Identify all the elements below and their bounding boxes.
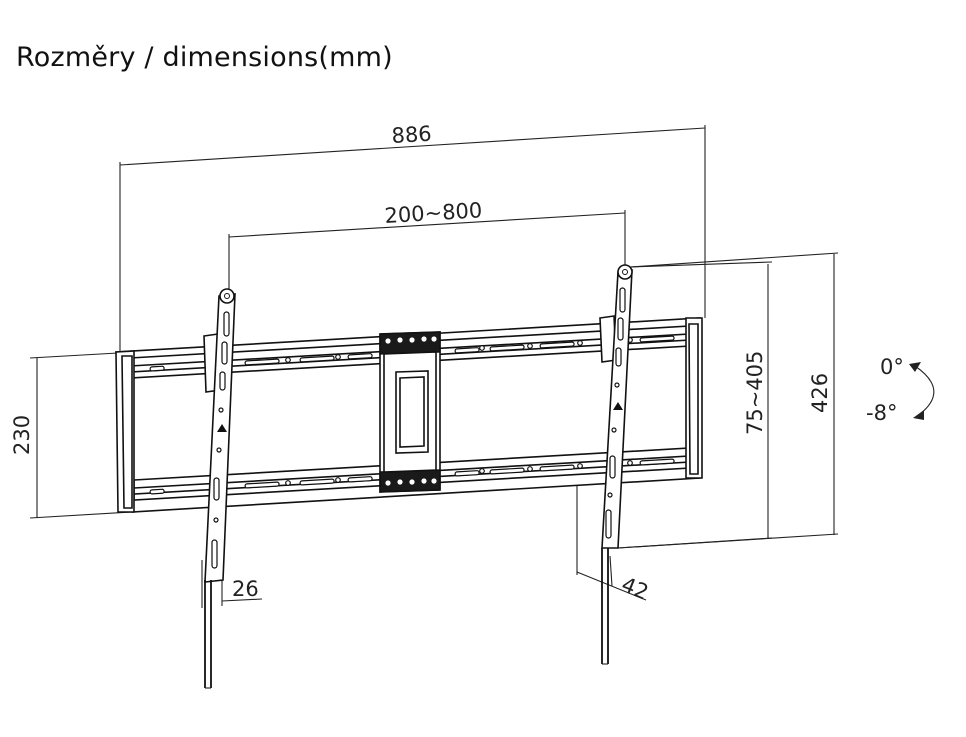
right-arm <box>599 264 633 665</box>
dim-depth-right: 42 <box>618 572 652 604</box>
diagram-title: Rozměry / dimensions(mm) <box>16 42 393 73</box>
dimension-lines <box>29 125 839 608</box>
dim-vesa-horizontal: 200~800 <box>384 198 483 228</box>
dim-vesa-vertical: 75~405 <box>743 351 767 435</box>
dim-arm-height: 426 <box>808 373 832 413</box>
tilt-upper-label: 0° <box>880 355 904 379</box>
center-bracket <box>379 331 441 493</box>
tilt-lower-label: -8° <box>866 401 897 425</box>
dim-overall-width: 886 <box>391 122 432 148</box>
dim-depth-left: 26 <box>232 577 259 601</box>
left-arm <box>203 288 236 689</box>
tilt-arrow-icon <box>909 362 935 420</box>
dim-height: 230 <box>10 415 34 455</box>
